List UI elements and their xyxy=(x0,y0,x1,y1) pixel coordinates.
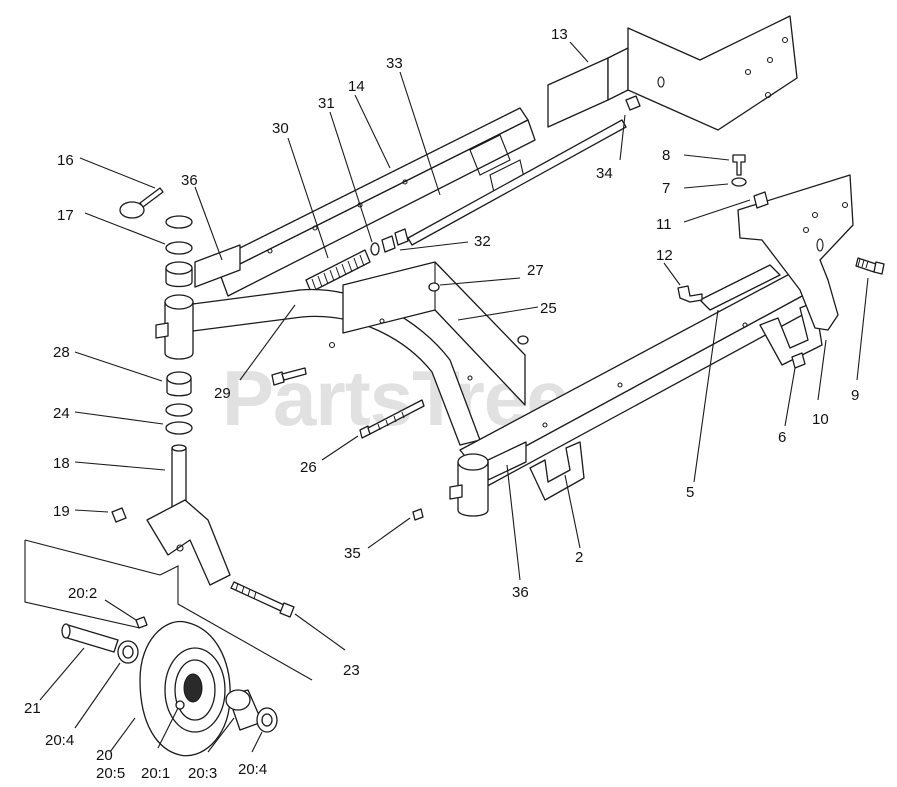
part-33-rod xyxy=(407,119,627,246)
callout-25: 25 xyxy=(540,300,557,317)
callout-23: 23 xyxy=(343,662,360,679)
part-35-nut xyxy=(412,508,424,521)
part-26-bolt xyxy=(359,399,425,439)
part-31-washer xyxy=(370,242,380,256)
callout-32: 32 xyxy=(474,233,491,250)
callout-8: 8 xyxy=(662,147,670,164)
part-13-mount-plate xyxy=(547,15,798,131)
part-18-caster-fork xyxy=(146,444,231,586)
callout-36-upper: 36 xyxy=(181,172,198,189)
part-16-pin xyxy=(119,187,164,219)
wheel-assembly-boundary xyxy=(24,539,313,681)
part-20-4-bearing-left xyxy=(117,640,139,664)
callout-29: 29 xyxy=(214,385,231,402)
callout-11: 11 xyxy=(656,216,672,233)
part-nut-cross-tube xyxy=(517,335,529,345)
part-20-wheel xyxy=(139,620,231,757)
part-11-nut xyxy=(753,191,769,209)
part-20-3-spacer xyxy=(225,689,263,731)
callout-10: 10 xyxy=(812,411,829,428)
callout-12: 12 xyxy=(656,247,673,264)
callout-30: 30 xyxy=(272,120,289,137)
part-20-2-fitting xyxy=(135,616,148,629)
callout-26: 26 xyxy=(300,459,317,476)
callout-14: 14 xyxy=(348,78,365,95)
callout-13: 13 xyxy=(551,26,568,43)
callout-27: 27 xyxy=(527,262,544,279)
callout-33: 33 xyxy=(386,55,403,72)
leader-lines xyxy=(39,41,869,753)
callout-20-5: 20:5 xyxy=(96,765,125,782)
callout-7: 7 xyxy=(662,180,670,197)
callout-20-3: 20:3 xyxy=(188,765,217,782)
callout-17: 17 xyxy=(57,207,74,224)
part-28-bushing xyxy=(166,371,192,397)
part-bolt-left xyxy=(271,367,307,386)
callout-labels: 13 33 14 31 30 32 34 16 36 17 8 7 11 12 … xyxy=(24,26,859,782)
right-side-plate xyxy=(737,174,854,331)
part-8-bolt xyxy=(732,154,746,176)
callout-36-lower: 36 xyxy=(512,584,529,601)
callout-20: 20 xyxy=(96,747,113,764)
part-5-bracket xyxy=(699,264,781,311)
callout-6: 6 xyxy=(778,429,786,446)
part-12-bolt xyxy=(677,285,703,303)
part-30-spring xyxy=(305,249,371,293)
part-9-bolt xyxy=(855,257,885,275)
part-7-washer xyxy=(731,177,747,187)
callout-24: 24 xyxy=(53,405,70,422)
part-32-nuts xyxy=(381,228,409,253)
callout-20-4-left: 20:4 xyxy=(45,732,74,749)
part-23-axle-bolt xyxy=(230,581,295,618)
caster-housing-right xyxy=(449,453,489,517)
part-34-nut xyxy=(625,95,641,111)
caster-housing-left xyxy=(155,294,194,360)
callout-31: 31 xyxy=(318,95,335,112)
callout-9: 9 xyxy=(851,387,859,404)
part-20-4-bearing-right xyxy=(256,707,278,733)
part-2-hanger xyxy=(529,441,585,501)
part-24-washers xyxy=(165,403,193,435)
part-27-nut xyxy=(428,282,440,292)
callout-35: 35 xyxy=(344,545,361,562)
callout-34: 34 xyxy=(596,165,613,182)
part-36-decal-upper xyxy=(194,244,241,288)
callout-19: 19 xyxy=(53,503,70,520)
callout-20-2: 20:2 xyxy=(68,585,97,602)
callout-21: 21 xyxy=(24,700,41,717)
callout-28: 28 xyxy=(53,344,70,361)
callout-2: 2 xyxy=(575,549,583,566)
part-6-nut xyxy=(791,352,806,369)
callout-20-1: 20:1 xyxy=(141,765,170,782)
part-19-nut xyxy=(111,507,127,523)
callout-18: 18 xyxy=(53,455,70,472)
callout-20-4-right: 20:4 xyxy=(238,761,267,778)
part-21-axle-sleeve xyxy=(61,623,119,653)
callout-5: 5 xyxy=(686,484,694,501)
callout-16: 16 xyxy=(57,152,74,169)
part-17-spacer-stack xyxy=(165,215,193,288)
